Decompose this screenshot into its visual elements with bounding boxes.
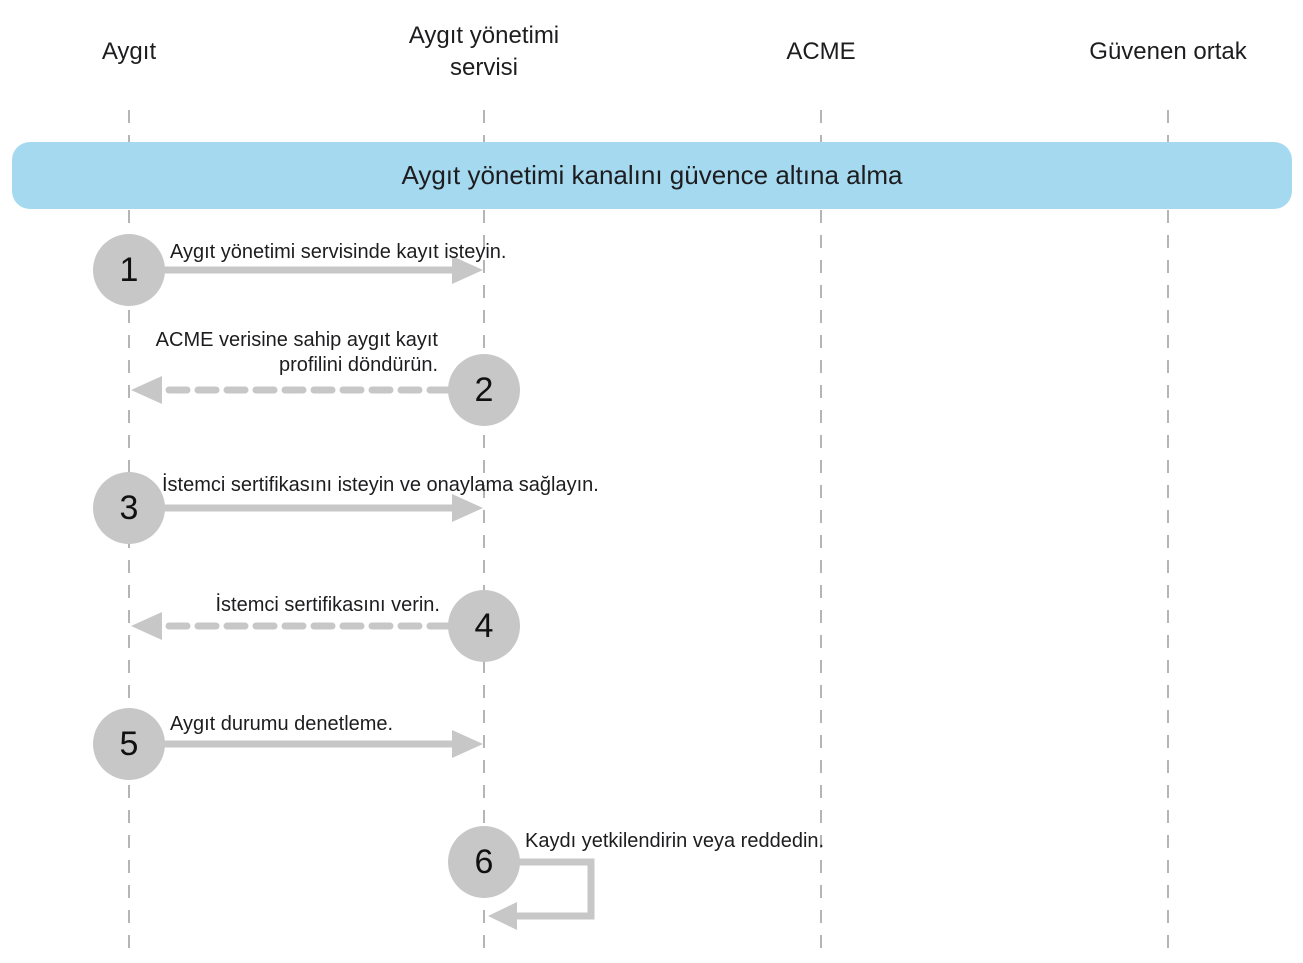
step-1-arrowhead-right (452, 256, 483, 284)
step-3-message: İstemci sertifikasını isteyin ve onaylam… (162, 474, 599, 496)
step-5-message: Aygıt durumu denetleme. (170, 713, 394, 735)
step-2-circle: 2 (448, 354, 520, 426)
step-3-arrowhead-right (452, 494, 483, 522)
step-1-number: 1 (119, 250, 139, 289)
step-2-number: 2 (474, 370, 494, 409)
actor-header-guvenen-ortak: Güvenen ortak (1089, 38, 1247, 65)
step-3-number: 3 (119, 488, 139, 527)
actor-header-aygit-yonetimi-servisi: Aygıt yönetimi servisi (408, 22, 560, 81)
step-1-message: Aygıt yönetimi servisinde kayıt isteyin. (170, 241, 507, 263)
step-5-circle: 5 (93, 708, 165, 780)
step-4-message: İstemci sertifikasını verin. (215, 594, 440, 616)
step-4-number: 4 (474, 606, 494, 645)
step-5-arrowhead-right (452, 730, 483, 758)
phase-banner-label: Aygıt yönetimi kanalını güvence altına a… (401, 160, 903, 190)
step-6-self-loop-line (516, 858, 595, 920)
step-6-message: Kaydı yetkilendirin veya reddedin. (525, 830, 825, 852)
step-4-arrowhead-left (131, 612, 162, 640)
actor-header-acme: ACME (786, 38, 856, 65)
step-4-circle: 4 (448, 590, 520, 662)
step-3-circle: 3 (93, 472, 165, 544)
actor-header-aygit: Aygıt (101, 38, 157, 65)
step-6-circle: 6 (448, 826, 520, 898)
step-6-number: 6 (474, 842, 494, 881)
step-6-arrowhead-left (488, 902, 517, 930)
phase-banner: Aygıt yönetimi kanalını güvence altına a… (12, 142, 1292, 209)
step-5-number: 5 (119, 724, 139, 763)
step-2-arrowhead-left (131, 376, 162, 404)
step-1-circle: 1 (93, 234, 165, 306)
step-2-message: ACME verisine sahip aygıt kayıt profilin… (155, 329, 438, 376)
